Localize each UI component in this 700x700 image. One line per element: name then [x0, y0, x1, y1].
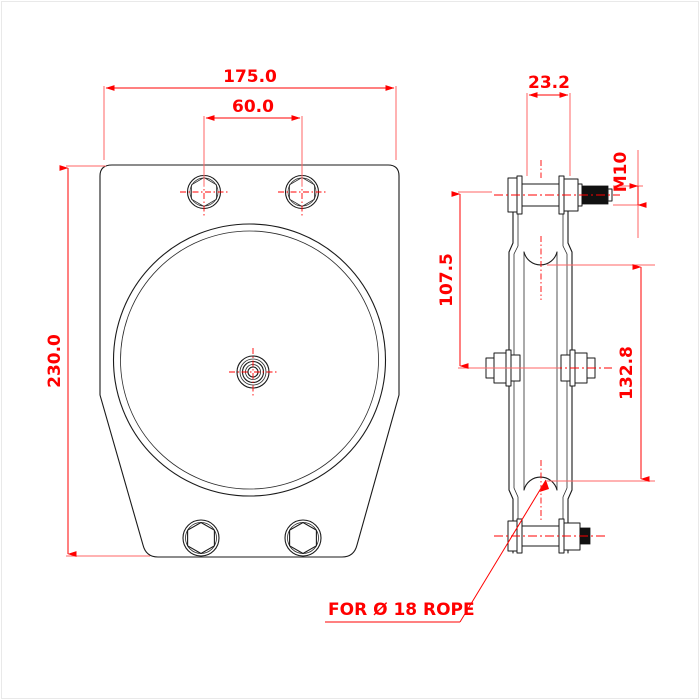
dimension-upper-span: 107.5 — [437, 191, 560, 369]
top-bolt-assembly — [494, 175, 620, 215]
dimension-body-thickness: 23.2 — [526, 73, 571, 176]
dimension-label-m10: M10 — [611, 152, 631, 193]
dimension-label-1075: 107.5 — [437, 253, 457, 307]
dimension-plate-height: 230.0 — [45, 165, 150, 557]
dimension-hole-spacing: 60.0 — [203, 97, 303, 186]
dimension-thread-m10: M10 — [611, 150, 647, 238]
sheave-outer-circle — [112, 223, 387, 497]
side-view-group — [468, 160, 620, 554]
dimension-label-60: 60.0 — [232, 97, 274, 117]
dimension-label-1328: 132.8 — [617, 346, 637, 400]
upper-rope-groove — [523, 251, 558, 266]
center-hub-assembly — [229, 348, 277, 396]
lower-rope-groove — [523, 476, 558, 491]
dimension-label-232: 23.2 — [528, 73, 570, 93]
dimension-label-175: 175.0 — [223, 67, 277, 87]
front-view-group — [99, 164, 400, 558]
plate-outline — [99, 164, 400, 558]
rope-note-annotation: FOR Ø 18 ROPE — [325, 479, 549, 623]
bottom-bolt-assembly — [494, 518, 606, 554]
rope-note-label: FOR Ø 18 ROPE — [328, 600, 475, 620]
dimension-label-230: 230.0 — [45, 334, 65, 388]
dimension-plate-width: 175.0 — [103, 67, 397, 160]
sheave-inner-circle — [120, 230, 379, 490]
bottom-left-bolt-hole — [182, 519, 220, 557]
bottom-right-bolt-hole — [284, 519, 322, 557]
dimension-lower-span: 132.8 — [547, 264, 655, 482]
